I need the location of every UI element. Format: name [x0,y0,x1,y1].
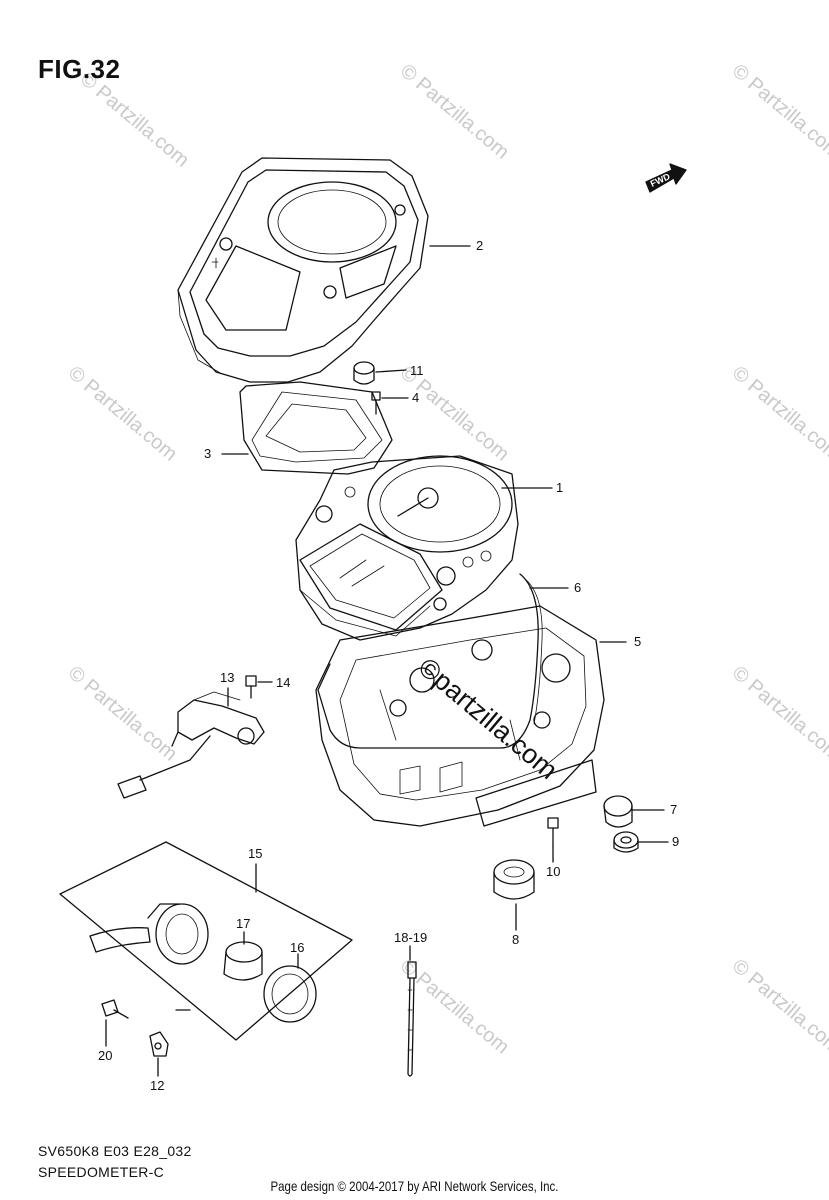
callout-2: 2 [476,238,484,253]
lens-gasket-part [239,381,393,475]
fwd-arrow-icon: FWD [645,163,687,193]
gear-box-part-15 [59,841,353,1041]
bolt-part-14 [245,675,257,699]
figure-title: FIG.32 [38,54,121,84]
grommet-part-7 [603,795,633,828]
callout-16: 16 [290,940,305,955]
callout-13: 13 [220,670,235,685]
callout-11: 11 [410,363,424,378]
callout-14: 14 [276,675,291,690]
callout-5: 5 [634,634,642,649]
sensor-part-13 [117,691,265,799]
callout-1: 1 [556,480,564,495]
callout-18-19: 18-19 [394,930,428,945]
cushion-part-8 [493,859,535,900]
callout-8: 8 [512,932,520,947]
callout-7: 7 [670,802,678,817]
meter-cover-part [177,157,429,383]
model-code: SV650K8 E03 E28_032 [38,1143,192,1159]
bolt-part-20 [101,999,129,1019]
callout-4: 4 [412,390,420,405]
wire-harness-part [317,573,543,749]
callout-9: 9 [672,834,680,849]
footer-copyright: Page design © 2004-2017 by ARI Network S… [270,1178,559,1194]
section-name: SPEEDOMETER-C [38,1164,165,1180]
meter-assembly-part [295,455,519,641]
meter-case-part [315,605,605,827]
cable-tie-part-18-19 [407,961,417,1077]
callout-10: 10 [546,864,561,879]
callout-20: 20 [98,1048,113,1063]
callout-12: 12 [150,1078,165,1093]
screw-part-10 [547,817,559,847]
callout-3: 3 [204,446,212,461]
washer-part-12 [149,1031,169,1057]
callout-17: 17 [236,916,251,931]
callout-6: 6 [574,580,582,595]
collar-part-9 [613,831,639,853]
leader-lines [105,245,669,1077]
callout-15: 15 [248,846,263,861]
grommet-part-11 [353,361,375,385]
